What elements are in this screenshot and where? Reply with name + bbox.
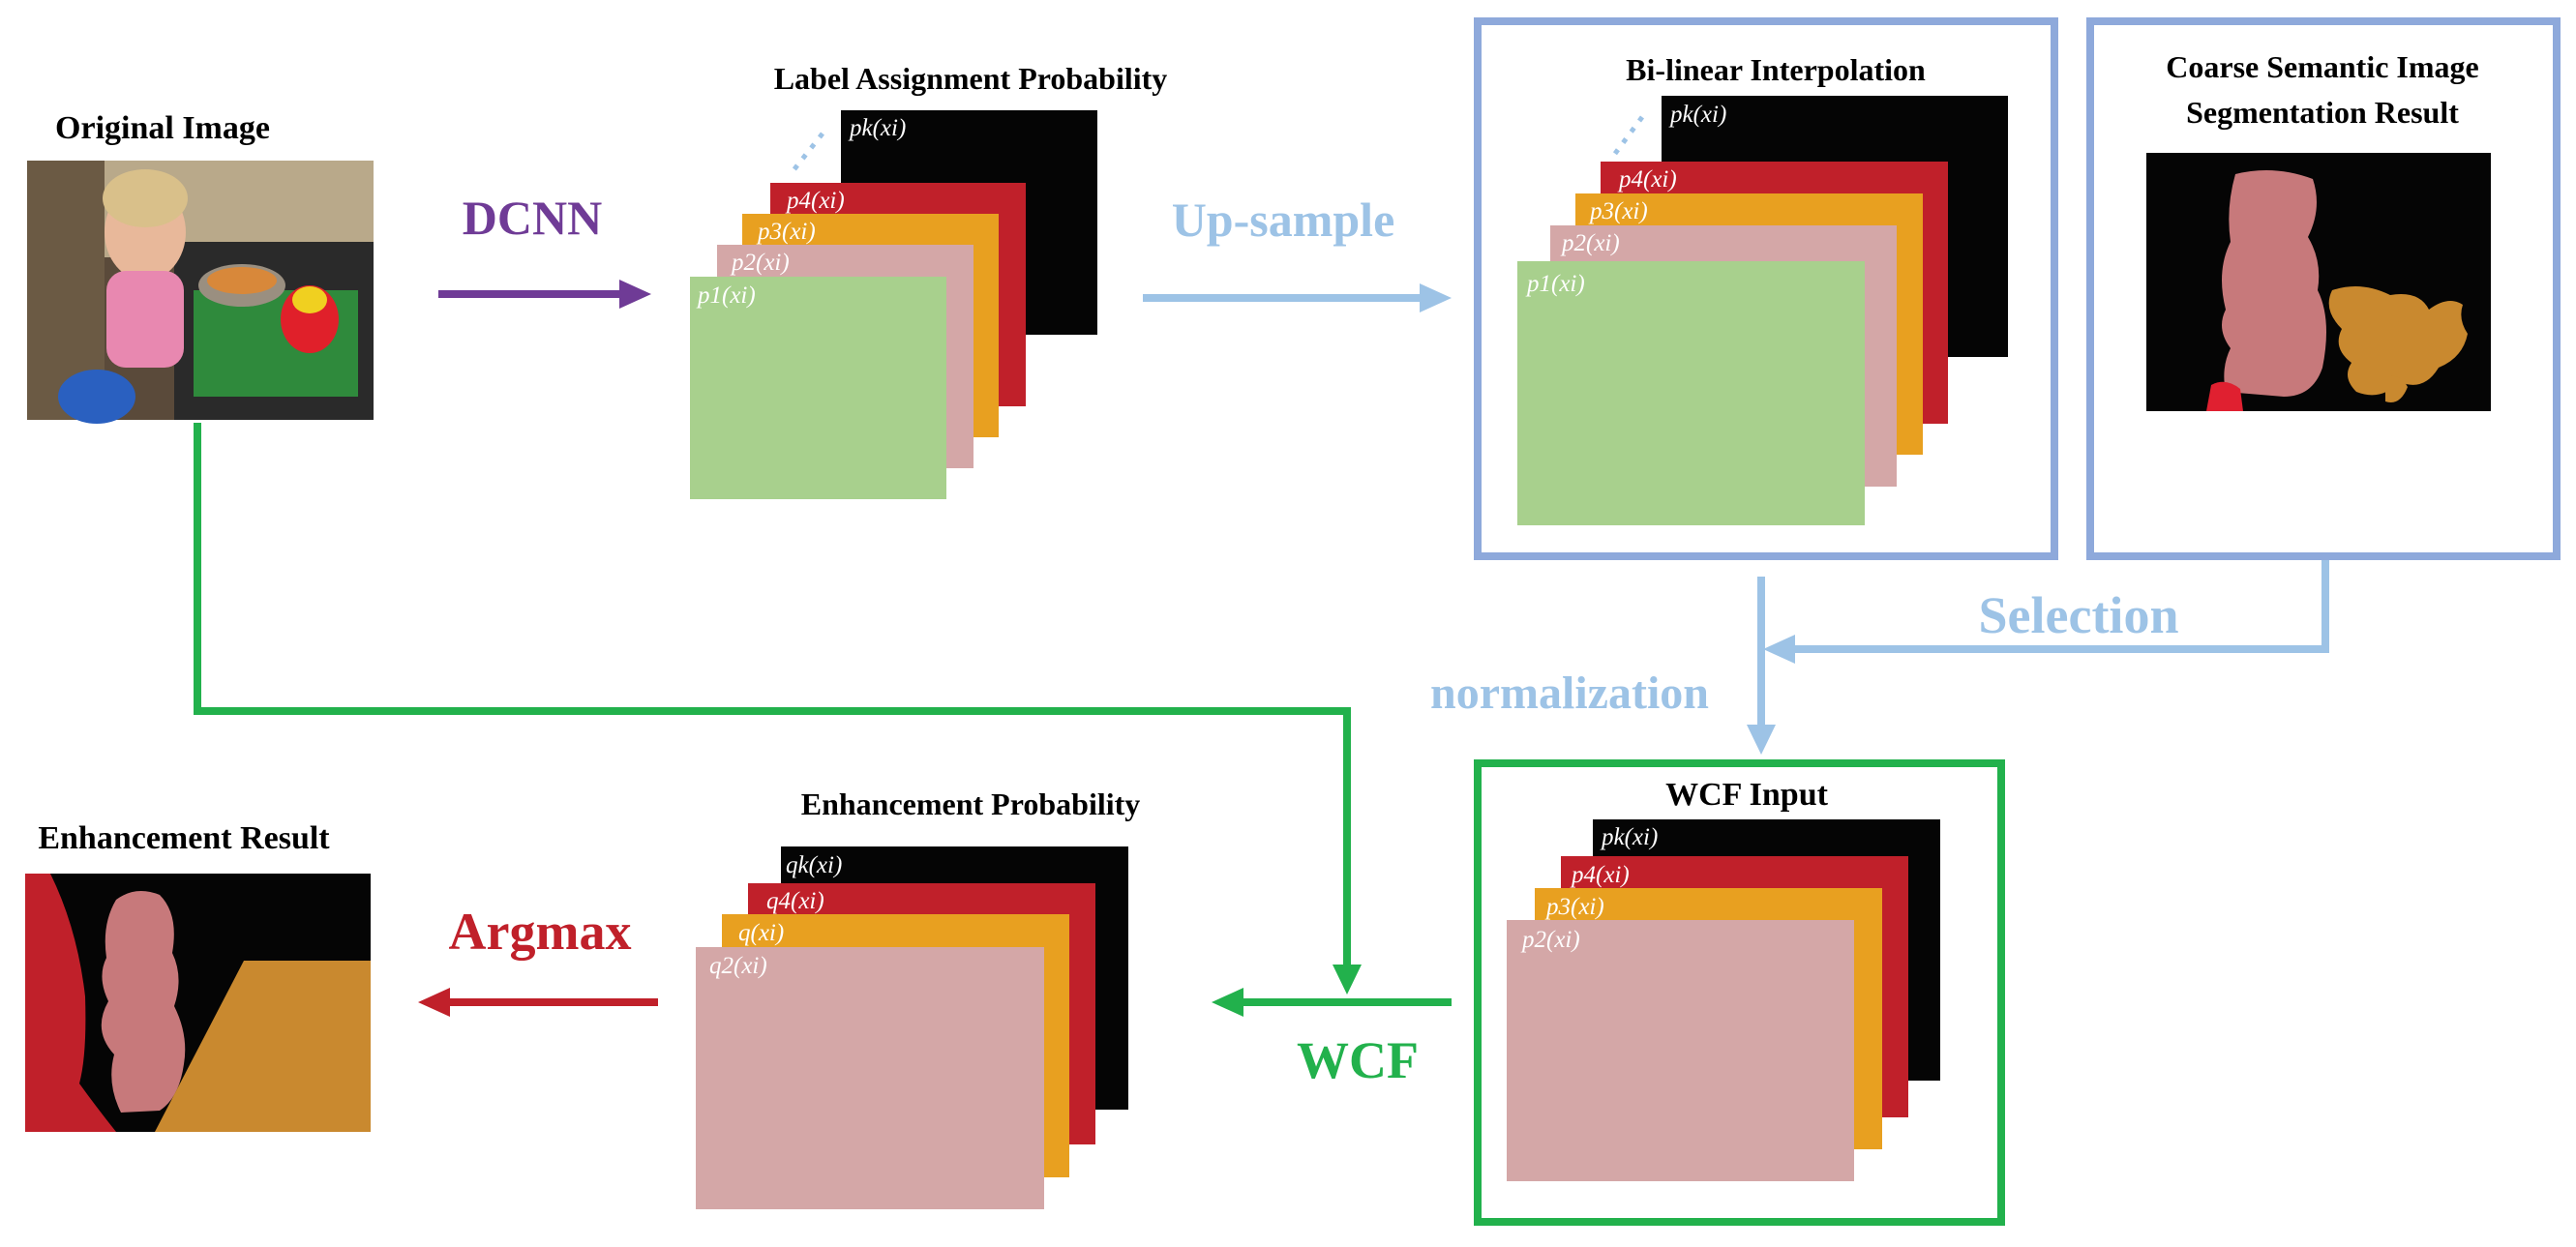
label-p4: p4(xi) <box>785 188 845 214</box>
original-to-wcf-connector <box>194 423 1362 995</box>
wcf-input-title: WCF Input <box>1665 777 1829 813</box>
label-assignment-title: Label Assignment Probability <box>774 61 1168 96</box>
label-q: q(xi) <box>738 920 784 946</box>
enhancement-probability-stack: qk(xi) q4(xi) q(xi) q2(xi) <box>696 846 1128 1209</box>
normalization-arrow <box>1747 577 1776 755</box>
selection-arrow <box>1763 560 2329 664</box>
layer-p1 <box>1517 261 1865 525</box>
label-q4: q4(xi) <box>766 888 824 914</box>
wcf-input-box <box>1474 759 2005 1226</box>
argmax-arrow <box>418 988 658 1017</box>
label-pk: pk(xi) <box>1668 102 1726 128</box>
upsample-label: Up-sample <box>1172 193 1395 247</box>
label-pk: pk(xi) <box>848 115 906 141</box>
label-q2: q2(xi) <box>709 953 767 979</box>
label-p3: p3(xi) <box>756 219 816 245</box>
label-p2: p2(xi) <box>1520 927 1580 953</box>
dcnn-label: DCNN <box>463 191 602 245</box>
coarse-title-line1: Coarse Semantic Image <box>2166 49 2478 84</box>
wcf-label: WCF <box>1297 1031 1419 1089</box>
normalization-label: normalization <box>1430 668 1709 719</box>
label-p2: p2(xi) <box>730 250 790 276</box>
bilinear-stack: pk(xi) p4(xi) p3(xi) p2(xi) p1(xi) <box>1517 96 2008 525</box>
coarse-title-line2: Segmentation Result <box>2186 95 2459 130</box>
label-p4: p4(xi) <box>1570 862 1630 888</box>
label-p1: p1(xi) <box>696 282 756 309</box>
layer-p1 <box>690 277 946 499</box>
wcf-input-stack: pk(xi) p4(xi) p3(xi) p2(xi) <box>1507 819 1940 1181</box>
coarse-segmentation-image <box>2146 153 2491 411</box>
label-p4: p4(xi) <box>1617 166 1677 193</box>
coarse-box <box>2086 17 2561 560</box>
bilinear-box <box>1474 17 2058 560</box>
original-image-photo <box>27 161 374 424</box>
layer-p2 <box>1507 920 1854 1181</box>
label-pk: pk(xi) <box>1600 824 1658 850</box>
label-p2: p2(xi) <box>1560 230 1620 256</box>
enhancement-result-image <box>25 874 371 1132</box>
enhancement-probability-title: Enhancement Probability <box>801 787 1141 821</box>
layer-q2 <box>696 947 1044 1209</box>
label-p1: p1(xi) <box>1525 271 1585 297</box>
enhancement-result-title: Enhancement Result <box>38 820 330 856</box>
wcf-arrow <box>1212 988 1452 1017</box>
selection-label: Selection <box>1979 586 2179 644</box>
original-image-title: Original Image <box>55 110 270 146</box>
stack-ellipsis <box>1611 115 1645 157</box>
dcnn-arrow <box>438 280 651 309</box>
label-p3: p3(xi) <box>1588 198 1648 224</box>
upsample-arrow <box>1143 283 1452 312</box>
label-qk: qk(xi) <box>786 852 842 878</box>
bilinear-title: Bi-linear Interpolation <box>1626 52 1926 87</box>
label-assignment-stack: pk(xi) p4(xi) p3(xi) p2(xi) p1(xi) <box>690 110 1097 499</box>
argmax-label: Argmax <box>449 903 632 961</box>
label-p3: p3(xi) <box>1544 894 1604 920</box>
stack-ellipsis <box>792 132 824 172</box>
